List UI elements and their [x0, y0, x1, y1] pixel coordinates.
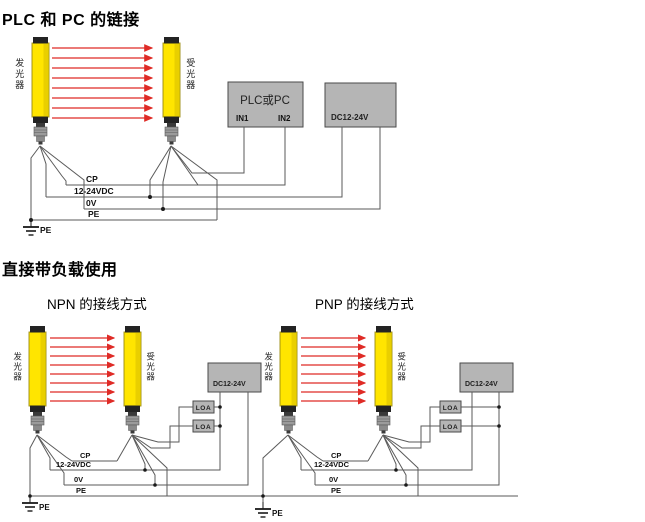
- in2-label: IN2: [278, 114, 291, 123]
- cp-bus-label: CP: [86, 174, 98, 184]
- load-box: LOA: [439, 400, 462, 414]
- zerov-bus-label: 0V: [74, 475, 83, 484]
- vdc-bus-label: 12-24VDC: [56, 460, 92, 469]
- plc-box-label: PLC或PC: [240, 94, 290, 107]
- power-supply-box: DC12-24V: [324, 82, 397, 128]
- receiver-connector: [125, 411, 140, 434]
- pe-ground: [22, 219, 40, 236]
- emitter-tower: [279, 325, 298, 413]
- emitter-label: 发光器: [263, 352, 274, 382]
- npn-subtitle: NPN 的接线方式: [47, 297, 147, 312]
- emitter-tower: [31, 36, 50, 124]
- power-supply-label: DC12-24V: [213, 381, 246, 388]
- cp-bus-label: CP: [331, 451, 341, 460]
- pe-bus-label: PE: [76, 486, 86, 495]
- npn-diagram: DC12-24V LOA LOA: [21, 325, 263, 512]
- emitter-connector: [33, 122, 48, 145]
- emitter-label: 发光器: [12, 352, 23, 382]
- pe-ground: [21, 495, 39, 512]
- load-box: LOA: [192, 419, 215, 433]
- light-beams: [52, 44, 154, 122]
- power-supply-label: DC12-24V: [331, 113, 369, 122]
- pe-ground-label: PE: [272, 509, 283, 518]
- section1-title: PLC 和 PC 的链接: [2, 12, 140, 29]
- section2-title: 直接带负载使用: [2, 262, 118, 279]
- pe-ground-label: PE: [39, 503, 50, 512]
- pe-bus-label: PE: [88, 209, 100, 219]
- zerov-bus-label: 0V: [329, 475, 338, 484]
- emitter-label: 发光器: [14, 58, 25, 91]
- light-beams: [50, 334, 116, 405]
- power-supply-label: DC12-24V: [465, 381, 498, 388]
- wires: [29, 392, 263, 497]
- in1-label: IN1: [236, 114, 249, 123]
- vdc-bus-label: 12-24VDC: [74, 186, 114, 196]
- pe-ground-label: PE: [40, 225, 52, 235]
- pe-bus-label: PE: [331, 486, 341, 495]
- load-wiring-diagrams: DC12-24V LOA LOA: [21, 325, 518, 518]
- load-box: LOA: [192, 400, 215, 414]
- emitter-connector: [281, 411, 296, 434]
- junction-dots: [261, 405, 501, 498]
- light-beams: [301, 334, 367, 405]
- wires: [262, 392, 518, 502]
- junction-dots: [28, 405, 222, 498]
- receiver-tower: [123, 325, 142, 413]
- zerov-bus-label: 0V: [86, 198, 97, 208]
- wires: [30, 127, 381, 221]
- power-supply-box: DC12-24V: [459, 362, 514, 393]
- pnp-subtitle: PNP 的接线方式: [315, 297, 414, 312]
- receiver-label: 受光器: [396, 352, 407, 382]
- receiver-tower: [374, 325, 393, 413]
- power-supply-box: DC12-24V: [207, 362, 262, 393]
- load-label: LOA: [196, 405, 212, 412]
- load-box: LOA: [439, 419, 462, 433]
- pe-ground: [254, 501, 272, 518]
- receiver-label: 受光器: [145, 352, 156, 382]
- load-label: LOA: [443, 424, 459, 431]
- load-label: LOA: [196, 424, 212, 431]
- pnp-diagram: DC12-24V LOA LOA: [254, 325, 518, 518]
- receiver-connector: [164, 122, 179, 145]
- emitter-tower: [28, 325, 47, 413]
- load-label: LOA: [443, 405, 459, 412]
- receiver-label: 受光器: [185, 58, 196, 91]
- plc-box: PLC或PC IN1 IN2: [227, 81, 304, 128]
- receiver-connector: [376, 411, 391, 434]
- emitter-connector: [30, 411, 45, 434]
- receiver-tower: [162, 36, 181, 124]
- plc-pc-diagram: PLC或PC IN1 IN2 DC12-24V: [22, 36, 397, 236]
- cp-bus-label: CP: [80, 451, 90, 460]
- vdc-bus-label: 12-24VDC: [314, 460, 350, 469]
